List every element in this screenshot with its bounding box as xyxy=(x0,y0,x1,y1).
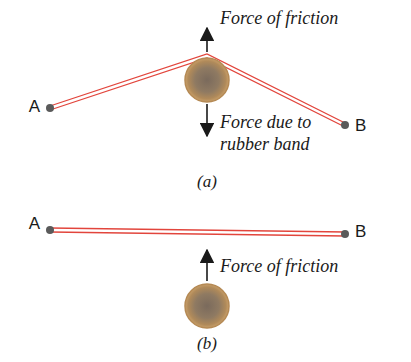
pin xyxy=(341,230,349,238)
rubber-band xyxy=(50,228,345,236)
pin xyxy=(341,121,349,129)
pin-label: B xyxy=(355,116,366,136)
force-arrow xyxy=(206,28,208,52)
pin-label: B xyxy=(355,222,366,242)
figure-caption: (b) xyxy=(197,334,217,354)
force-label: Force due to rubber band xyxy=(220,112,332,155)
pin-label: A xyxy=(29,97,40,117)
force-arrow xyxy=(206,250,208,281)
pin-label: A xyxy=(29,214,40,234)
force-label: Force of friction xyxy=(220,256,338,278)
pin xyxy=(46,104,54,112)
pin xyxy=(46,226,54,234)
figure-caption: (a) xyxy=(197,172,217,192)
coin xyxy=(185,58,229,102)
force-label: Force of friction xyxy=(220,8,338,30)
force-arrow xyxy=(206,104,208,136)
coin xyxy=(185,284,229,328)
